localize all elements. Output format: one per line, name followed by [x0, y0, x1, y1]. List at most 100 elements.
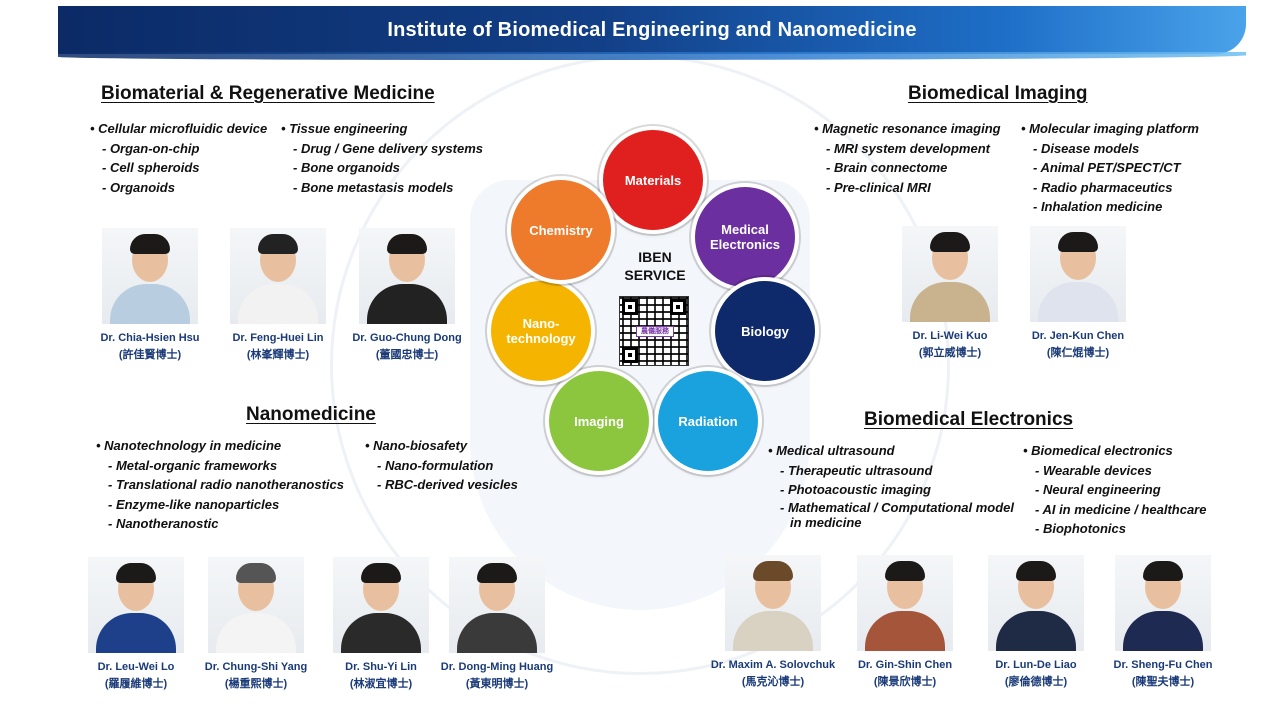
nanomedicine-list-1: • Nanotechnology in medicine - Metal-org…: [96, 436, 344, 534]
section-title-nanomedicine: Nanomedicine: [246, 404, 376, 425]
portrait-photo: [988, 555, 1084, 651]
list-item: - Drug / Gene delivery systems: [293, 140, 484, 156]
person-name: Dr. Maxim A. Solovchuk: [710, 659, 836, 671]
list-item: - RBC-derived vesicles: [377, 477, 518, 492]
section-title-biomaterial: Biomaterial & Regenerative Medicine: [101, 83, 435, 104]
list-item: - AI in medicine / healthcare: [1035, 501, 1207, 517]
list-item: - Biophotonics: [1035, 521, 1126, 536]
list-item: - Therapeutic ultrasound: [780, 462, 933, 478]
person-name: Dr. Dong-Ming Huang: [440, 661, 554, 673]
person-name: Dr. Jen-Kun Chen: [1031, 330, 1125, 342]
person-card: Dr. Chia-Hsien Hsu (許佳賢博士): [85, 228, 215, 362]
portrait-photo: [230, 228, 326, 324]
person-name: Dr. Chia-Hsien Hsu: [100, 332, 200, 344]
biomaterial-list-1: • Cellular microfluidic device - Organ-o…: [90, 119, 267, 197]
portrait-photo: [208, 557, 304, 653]
list-item: - Animal PET/SPECT/CT: [1033, 160, 1181, 175]
list-item: • Cellular microfluidic device: [90, 121, 268, 136]
list-item: - Cell spheroids: [102, 160, 200, 175]
list-item: - Organoids: [102, 179, 175, 195]
list-item: - Bone metastasis models: [293, 179, 454, 195]
list-item: - Nano-formulation: [377, 457, 494, 473]
imaging-list-1: • Magnetic resonance imaging - MRI syste…: [814, 119, 1001, 197]
person-card: Dr. Jen-Kun Chen (陳仁焜博士): [1013, 226, 1143, 360]
person-chinese-name: (許佳賢博士): [118, 349, 182, 361]
person-chinese-name: (馬克沁博士): [741, 676, 805, 688]
person-card: Dr. Dong-Ming Huang (黃東明博士): [432, 557, 562, 691]
person-chinese-name: (陳景欣博士): [873, 676, 937, 688]
person-card: Dr. Guo-Chung Dong (董國忠博士): [342, 228, 472, 362]
biomaterial-list-2: • Tissue engineering - Drug / Gene deliv…: [281, 119, 483, 197]
person-card: Dr. Li-Wei Kuo (郭立威博士): [885, 226, 1015, 360]
list-item: - Brain connectome: [826, 160, 948, 175]
nanomedicine-list-2: • Nano-biosafety - Nano-formulation - RB…: [365, 436, 518, 495]
list-item: - Photoacoustic imaging: [780, 482, 931, 497]
list-item: - Bone organoids: [293, 160, 400, 175]
person-chinese-name: (郭立威博士): [918, 347, 982, 359]
qr-code[interactable]: 農儀服務: [619, 296, 689, 366]
list-item: in medicine: [790, 514, 862, 530]
topic-circle-materials: Materials: [603, 130, 703, 230]
qr-finder: [670, 299, 686, 315]
list-item: • Tissue engineering: [281, 121, 408, 136]
portrait-photo: [359, 228, 455, 324]
topic-circle-radiation: Radiation: [658, 371, 758, 471]
topic-circle-biology: Biology: [715, 281, 815, 381]
person-name: Dr. Li-Wei Kuo: [912, 330, 988, 342]
list-item: • Magnetic resonance imaging: [814, 121, 1001, 136]
portrait-photo: [1115, 555, 1211, 651]
portrait-photo: [1030, 226, 1126, 322]
person-name: Dr. Sheng-Fu Chen: [1113, 659, 1213, 671]
topic-circle-nanotechnology: Nano-technology: [491, 281, 591, 381]
portrait-photo: [333, 557, 429, 653]
list-item: - Pre-clinical MRI: [826, 179, 931, 195]
person-card: Dr. Lun-De Liao (廖倫德博士): [971, 555, 1101, 689]
portrait-photo: [902, 226, 998, 322]
person-card: Dr. Maxim A. Solovchuk (馬克沁博士): [708, 555, 838, 689]
list-item: • Medical ultrasound: [768, 443, 895, 458]
person-chinese-name: (黃東明博士): [465, 678, 529, 690]
topic-circle-medical-electronics: Medical Electronics: [695, 187, 795, 287]
portrait-photo: [449, 557, 545, 653]
person-card: Dr. Leu-Wei Lo (羅履維博士): [71, 557, 201, 691]
list-item: • Molecular imaging platform: [1021, 121, 1199, 136]
person-name: Dr. Gin-Shin Chen: [857, 659, 953, 671]
electronics-list-1: • Medical ultrasound - Therapeutic ultra…: [768, 441, 1014, 530]
person-chinese-name: (羅履維博士): [104, 678, 168, 690]
service-label: SERVICE: [624, 267, 686, 283]
portrait-photo: [725, 555, 821, 651]
person-chinese-name: (陳聖夫博士): [1131, 676, 1195, 688]
person-name: Dr. Chung-Shi Yang: [204, 661, 308, 673]
section-title-electronics: Biomedical Electronics: [864, 409, 1074, 430]
iben-service-label: IBEN SERVICE: [612, 248, 698, 284]
list-item: • Nano-biosafety: [365, 438, 468, 453]
person-chinese-name: (楊重熙博士): [224, 678, 288, 690]
portrait-photo: [88, 557, 184, 653]
person-name: Dr. Feng-Huei Lin: [232, 332, 324, 344]
list-item: - Neural engineering: [1035, 482, 1161, 497]
list-item: - Mathematical / Computational model: [780, 499, 1015, 515]
person-chinese-name: (林峯輝博士): [246, 349, 310, 361]
imaging-list-2: • Molecular imaging platform - Disease m…: [1021, 119, 1199, 217]
list-item: - Inhalation medicine: [1033, 199, 1163, 214]
list-item: • Nanotechnology in medicine: [96, 438, 282, 453]
title-banner: Institute of Biomedical Engineering and …: [58, 6, 1246, 60]
portrait-photo: [102, 228, 198, 324]
person-card: Dr. Sheng-Fu Chen (陳聖夫博士): [1098, 555, 1228, 689]
person-name: Dr. Shu-Yi Lin: [345, 661, 417, 673]
qr-finder: [622, 299, 638, 315]
page-title: Institute of Biomedical Engineering and …: [387, 19, 917, 41]
list-item: - MRI system development: [826, 140, 990, 156]
list-item: - Organ-on-chip: [102, 140, 200, 156]
person-chinese-name: (林淑宜博士): [349, 678, 413, 690]
list-item: - Translational radio nanotheranostics: [108, 477, 344, 492]
person-card: Dr. Feng-Huei Lin (林峯輝博士): [213, 228, 343, 362]
person-name: Dr. Leu-Wei Lo: [97, 661, 175, 673]
topic-circle-imaging: Imaging: [549, 371, 649, 471]
person-chinese-name: (廖倫德博士): [1004, 676, 1068, 688]
list-item: - Enzyme-like nanoparticles: [108, 496, 280, 512]
person-chinese-name: (董國忠博士): [375, 349, 439, 361]
person-name: Dr. Guo-Chung Dong: [352, 332, 462, 344]
list-item: • Biomedical electronics: [1023, 443, 1173, 458]
list-item: - Disease models: [1033, 140, 1140, 156]
